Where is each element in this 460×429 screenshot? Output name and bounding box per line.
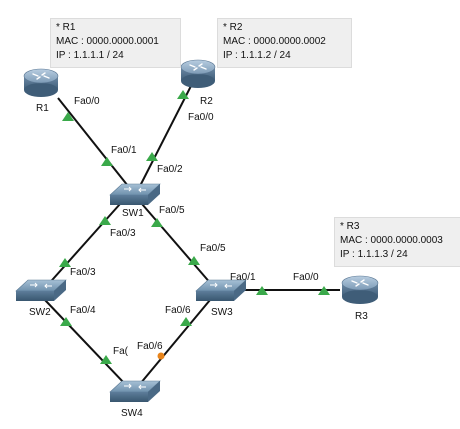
device-label-r1: R1 [36,103,49,114]
link-up-indicator [256,286,268,295]
router-icon [180,59,216,88]
port-label-sw4-fa0-4: Fa( [113,346,128,357]
device-label-sw4: SW4 [121,408,143,419]
note-r1-mac: MAC : 0000.0000.0001 [56,36,159,47]
link-up-indicator [62,112,74,121]
device-label-sw1: SW1 [122,208,144,219]
note-r1: * R1 MAC : 0000.0000.0001 IP : 1.1.1.1 /… [50,18,181,68]
link-sw1-sw2 [44,203,121,289]
port-label-sw4-fa0-6: Fa0/6 [137,341,163,352]
port-label-sw1-fa0-5: Fa0/5 [159,205,185,216]
link-up-indicator [60,317,72,326]
note-r2: * R2 MAC : 0000.0000.0002 IP : 1.1.1.2 /… [217,18,352,68]
link-up-indicator [151,218,163,227]
port-label-sw2-fa0-3: Fa0/3 [70,267,96,278]
switch-sw1[interactable] [109,183,161,205]
link-r1-sw1 [57,97,129,187]
port-label-sw1-fa0-1: Fa0/1 [111,145,137,156]
port-label-r1-fa0-0: Fa0/0 [74,96,100,107]
links [44,83,340,385]
device-label-r2: R2 [200,96,213,107]
note-r1-ip: IP : 1.1.1.1 / 24 [56,50,124,61]
note-r3-title: * R3 [340,221,360,232]
link-up-indicator [100,355,112,364]
note-r3: * R3 MAC : 0000.0000.0003 IP : 1.1.1.3 /… [334,217,460,267]
link-up-indicator [59,258,71,267]
port-label-sw1-fa0-3: Fa0/3 [110,228,136,239]
link-r2-sw1 [139,83,193,187]
link-indicators [59,90,330,364]
note-r2-mac: MAC : 0000.0000.0002 [223,36,326,47]
switch-icon [109,183,161,205]
port-label-r3-fa0-0: Fa0/0 [293,272,319,283]
port-label-sw1-fa0-2: Fa0/2 [157,164,183,175]
switch-sw4[interactable] [109,380,161,402]
link-up-indicator [99,216,111,225]
link-up-indicator [188,256,200,265]
link-up-indicator [180,317,192,326]
link-up-indicator [101,157,113,166]
device-label-sw2: SW2 [29,307,51,318]
device-label-r3: R3 [355,311,368,322]
note-r3-ip: IP : 1.1.1.3 / 24 [340,249,408,260]
port-label-sw2-fa0-4: Fa0/4 [70,305,96,316]
note-r3-mac: MAC : 0000.0000.0003 [340,235,443,246]
switch-sw3[interactable] [195,279,247,301]
link-sw3-sw4 [139,299,211,385]
note-r2-ip: IP : 1.1.1.2 / 24 [223,50,291,61]
port-label-sw3-fa0-5: Fa0/5 [200,243,226,254]
port-label-r2-fa0-0: Fa0/0 [188,112,214,123]
router-icon [341,275,379,304]
router-r1[interactable] [23,68,59,97]
router-icon [23,68,59,97]
switch-icon [15,279,67,301]
router-r2[interactable] [180,59,216,88]
note-r1-title: * R1 [56,22,76,33]
link-up-indicator [177,90,189,99]
router-r3[interactable] [341,275,379,304]
switch-sw2[interactable] [15,279,67,301]
link-sw2-sw4 [44,299,126,385]
link-up-indicator [318,286,330,295]
port-label-sw3-fa0-1: Fa0/1 [230,272,256,283]
switch-icon [195,279,247,301]
note-r2-title: * R2 [223,22,243,33]
port-label-sw3-fa0-6: Fa0/6 [165,305,191,316]
link-blocking-indicator [157,352,165,360]
switch-icon [109,380,161,402]
link-sw1-sw3 [141,203,213,286]
link-up-indicator [146,152,158,161]
device-label-sw3: SW3 [211,307,233,318]
